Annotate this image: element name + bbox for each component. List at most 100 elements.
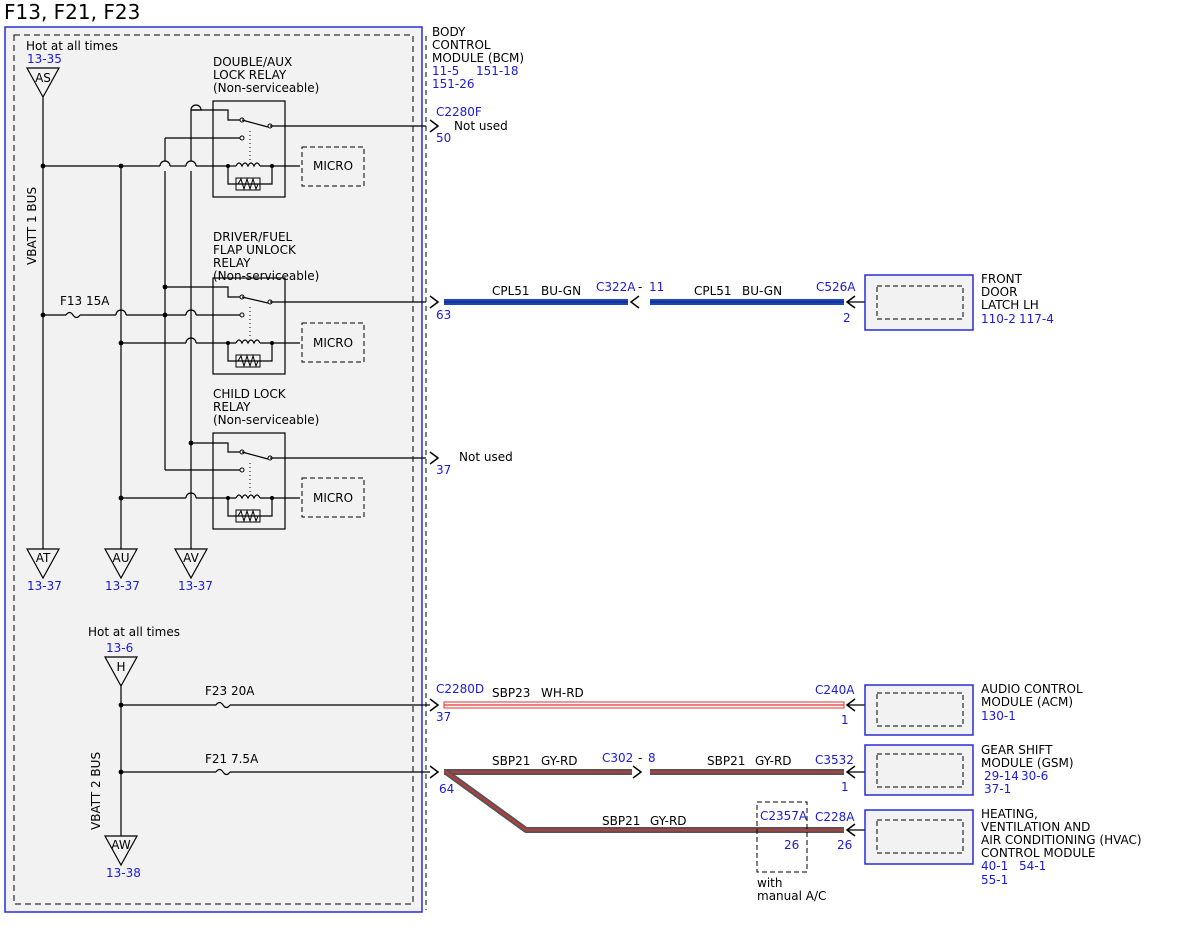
bcm-name-line3: MODULE (BCM) (432, 51, 524, 65)
page-title: F13, F21, F23 (4, 0, 141, 24)
connector-aw-icon (103, 835, 139, 867)
relay2-label-line4: (Non-serviceable) (213, 269, 319, 283)
relay1-micro-box (301, 146, 365, 187)
optional-note-line2: manual A/C (757, 889, 826, 903)
pin-26: 26 (784, 838, 799, 852)
connector-c2280d[interactable]: C2280D (436, 682, 484, 696)
acm-ref-link[interactable]: 130-1 (981, 709, 1016, 723)
pin-26: 26 (837, 838, 852, 852)
bcm-name-line2: CONTROL (432, 38, 491, 52)
bus2-hot-ref[interactable]: 13-6 (106, 641, 133, 655)
tag-at: AT (36, 551, 51, 565)
pin-37: 37 (436, 710, 451, 724)
connector-av-icon (173, 548, 209, 580)
relay2-label-line3: RELAY (213, 256, 251, 270)
gsm-label-line2: MODULE (GSM) (981, 756, 1074, 770)
optional-note-line1: with (757, 876, 782, 890)
latch-ref-link[interactable]: 117-4 (1019, 312, 1054, 326)
bcm-ref-link[interactable]: 11-5 (432, 64, 459, 78)
hvac-label-line2: VENTILATION AND (981, 820, 1090, 834)
inline-connector-c302-icon (632, 765, 642, 779)
hvac-label-line3: AIR CONDITIONING (HVAC) (981, 833, 1142, 847)
relay1-label-line3: (Non-serviceable) (213, 81, 319, 95)
connector-c302[interactable]: C302 (602, 751, 633, 765)
pin-37: 37 (436, 463, 451, 477)
relay2-label-line2: FLAP UNLOCK (213, 243, 297, 257)
relay1-label-line2: LOCK RELAY (213, 68, 287, 82)
wire-cpl51-seg2-color: BU-GN (742, 284, 782, 298)
wire-cpl51-seg1-circuit: CPL51 (492, 284, 530, 298)
relay3-label-line2: RELAY (213, 400, 251, 414)
pin-1: 1 (841, 713, 849, 727)
acm-label-line2: MODULE (ACM) (981, 695, 1073, 709)
wire-sbp23-color: WH-RD (541, 686, 584, 700)
relay3-box (212, 432, 286, 530)
tag-au-ref[interactable]: 13-37 (105, 579, 140, 593)
pin-1: 1 (841, 780, 849, 794)
wire-cpl51-seg2-circuit: CPL51 (694, 284, 732, 298)
relay2-micro-label: MICRO (313, 336, 353, 350)
bus1-hot-ref[interactable]: 13-35 (27, 52, 62, 66)
bus2-in-tag: H (116, 660, 125, 674)
wire-sbp21-seg1-color: GY-RD (541, 754, 578, 768)
wire-sbp23-circuit: SBP23 (492, 686, 530, 700)
acm-label-line1: AUDIO CONTROL (981, 682, 1083, 696)
pin-2: 2 (843, 311, 851, 325)
gsm-ref-link[interactable]: 30-6 (1021, 769, 1048, 783)
fuse-f23-label: F23 20A (205, 684, 255, 698)
relay2-micro-box (301, 322, 365, 363)
pin-50: 50 (436, 131, 451, 145)
relay2-label-line1: DRIVER/FUEL (213, 230, 293, 244)
hvac-label-line4: CONTROL MODULE (981, 846, 1096, 860)
connector-c3532[interactable]: C3532 (815, 753, 854, 767)
tag-av: AV (183, 551, 199, 565)
wire-cpl51-seg1-color: BU-GN (541, 284, 581, 298)
connector-c526a[interactable]: C526A (816, 280, 856, 294)
connector-c228a[interactable]: C228A (815, 810, 855, 824)
wire-sbp21-seg2-circuit: SBP21 (707, 754, 745, 768)
bcm-internal-boundary (13, 34, 414, 905)
bus2-in-connector-icon (103, 656, 139, 688)
connector-c2357a[interactable]: C2357A (760, 809, 808, 823)
bcm-name-line1: BODY (432, 25, 466, 39)
fuse-f21-label: F21 7.5A (205, 752, 259, 766)
tag-aw-ref[interactable]: 13-38 (106, 866, 141, 880)
connector-au-icon (103, 548, 139, 580)
connector-c322a[interactable]: C322A (596, 280, 636, 294)
wire-sbp21-seg3-color: GY-RD (650, 814, 687, 828)
latch-label-line3: LATCH LH (981, 298, 1039, 312)
wire-sbp21-seg1-circuit: SBP21 (492, 754, 530, 768)
gsm-ref-link[interactable]: 37-1 (984, 782, 1011, 796)
pin-8: 8 (648, 751, 656, 765)
relay3-label-line3: (Non-serviceable) (213, 413, 319, 427)
fuse-f13-label: F13 15A (60, 294, 110, 308)
bcm-ref-link[interactable]: 151-18 (476, 64, 519, 78)
hvac-label-line1: HEATING, (981, 807, 1038, 821)
tag-av-ref[interactable]: 13-37 (178, 579, 213, 593)
pin-11: 11 (649, 280, 664, 294)
gsm-ref-link[interactable]: 29-14 (984, 769, 1019, 783)
bus2-hot-label: Hot at all times (88, 625, 180, 639)
relay2-box (212, 277, 286, 375)
wire-sbp21-seg2-color: GY-RD (755, 754, 792, 768)
not-used-label: Not used (459, 450, 513, 464)
connector-c2280f[interactable]: C2280F (436, 105, 482, 119)
latch-ref-link[interactable]: 110-2 (981, 312, 1016, 326)
bus1-in-tag: AS (35, 71, 51, 85)
tag-at-ref[interactable]: 13-37 (27, 579, 62, 593)
connector-c240a[interactable]: C240A (815, 683, 855, 697)
hvac-ref-link[interactable]: 40-1 (981, 859, 1008, 873)
relay1-box (212, 100, 286, 198)
connector-at-icon (25, 548, 61, 580)
hvac-ref-link[interactable]: 54-1 (1019, 859, 1046, 873)
hvac-ref-link[interactable]: 55-1 (981, 873, 1008, 887)
bcm-ref-link[interactable]: 151-26 (432, 77, 475, 91)
not-used-label: Not used (454, 119, 508, 133)
pin-63: 63 (436, 308, 451, 322)
relay1-micro-label: MICRO (313, 159, 353, 173)
bus1-hot-label: Hot at all times (26, 39, 118, 53)
front-door-latch-box (864, 274, 974, 331)
relay3-label-line1: CHILD LOCK (213, 387, 287, 401)
inline-dash: - (638, 751, 642, 765)
